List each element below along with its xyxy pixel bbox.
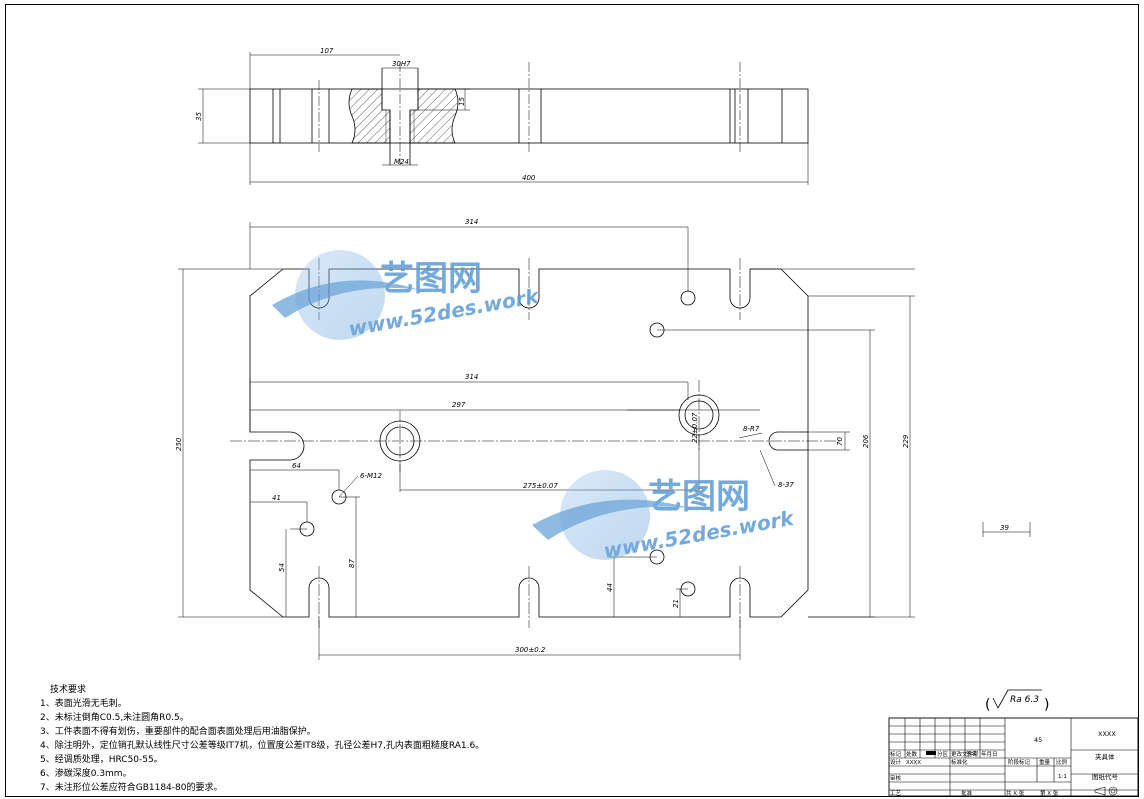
tb-h-total: 共 X 张 [1006,789,1025,797]
tb-h-count: 处数 [906,750,918,758]
dim-314-mid: 314 [465,373,478,381]
tb-h-process: 工艺 [890,790,902,797]
dim-64: 64 [292,462,301,470]
note-6: 6、渗碳深度0.3mm。 [40,767,132,779]
projection-symbol-icon [1094,786,1118,796]
dim-m24: M24 [394,158,409,166]
dim-41: 41 [272,494,281,502]
roughness-label: Ra 6.3 [1010,695,1039,705]
tb-design-name: XXXX [906,760,921,766]
tb-material: 45 [1034,736,1042,744]
dim-22: 22±0.07 [691,412,699,443]
dim-15: 15 [458,97,466,106]
dim-39: 39 [1000,524,1009,532]
dim-229: 229 [902,434,910,448]
plate-outline [249,268,809,618]
watermark-globe-icon [295,250,385,340]
roughness-symbol: ( Ra 6.3 ) [985,689,1049,713]
watermark-globe-icon-2 [560,470,650,560]
tb-h-stage: 阶段标记 [1008,758,1031,766]
tb-h-design: 设计 [890,758,902,766]
tb-h-sign: 签名 [966,750,977,758]
dim-87: 87 [348,559,356,568]
dim-206: 206 [862,434,870,448]
title-block [888,717,1139,797]
dim-314-top: 314 [465,218,478,226]
watermark-title-2: 艺图网 [648,477,750,517]
tb-h-mark: 标记 [890,750,902,758]
tb-h-std: 标准化 [951,758,968,766]
dim-bore-30h7: 30H7 [392,60,411,68]
tb-drawing-no: 图纸代号 [1092,772,1119,781]
drawing-frame [5,4,1139,797]
dim-297: 297 [452,401,466,409]
tb-h-zone: 分区 [937,750,949,758]
dim-35: 35 [195,112,203,121]
tb-company: XXXX [1098,730,1116,738]
plan-dimensions [178,222,1031,660]
note-1: 1、表面光滑无毛刺。 [40,697,127,709]
section-hatch [348,68,459,165]
svg-text:): ) [1044,697,1049,713]
dim-44: 44 [606,583,614,592]
note-3: 3、工件表面不得有划伤，重要部件的配合面表面处理后用油脂保护。 [40,725,316,737]
revision-mark-icon [926,751,936,755]
dim-250: 250 [175,437,183,451]
note-2: 2、未标注倒角C0.5,未注圆角R0.5。 [40,711,189,723]
section-view [249,62,809,165]
tb-h-scale: 比例 [1056,758,1068,766]
dim-8-r7: 8-R7 [743,425,760,433]
note-7: 7、未注形位公差应符合GB1184-80的要求。 [40,781,222,793]
dim-275: 275±0.07 [523,482,558,490]
svg-text:(: ( [985,697,990,713]
watermark-1: 艺图网 www.52des.work [272,250,542,341]
tb-part-name: 夹具体 [1095,752,1115,761]
note-5: 5、经调质处理，HRC50-55。 [40,753,163,765]
tb-h-date: 年月日 [981,750,998,758]
dim-400: 400 [522,174,536,182]
watermark-title-1: 艺图网 [380,259,482,299]
dim-21: 21 [672,599,680,608]
dim-300: 300±0.2 [515,646,546,654]
dim-6-m12: 6-M12 [360,472,382,480]
dim-54: 54 [278,563,286,572]
tb-h-weight: 重量 [1039,758,1051,766]
technical-notes: 技术要求 1、表面光滑无毛刺。 2、未标注倒角C0.5,未注圆角R0.5。 3、… [40,683,484,793]
tb-h-change: 更改文件号 [951,750,979,758]
dim-107: 107 [320,47,334,55]
dim-8-37: 8-37 [778,481,794,489]
notes-heading: 技术要求 [50,683,86,695]
tb-h-sheet: 第 X 张 [1040,789,1059,797]
note-4: 4、除注明外，定位销孔默认线性尺寸公差等级IT7机，位置度公差IT8级，孔径公差… [40,739,484,751]
tb-scale: 1:1 [1058,774,1067,780]
section-dimensions [198,52,809,185]
dim-70: 70 [836,437,844,446]
tb-h-check: 审核 [890,774,902,782]
watermark-2: 艺图网 www.52des.work [532,470,797,563]
tb-h-approve: 批准 [961,789,973,797]
